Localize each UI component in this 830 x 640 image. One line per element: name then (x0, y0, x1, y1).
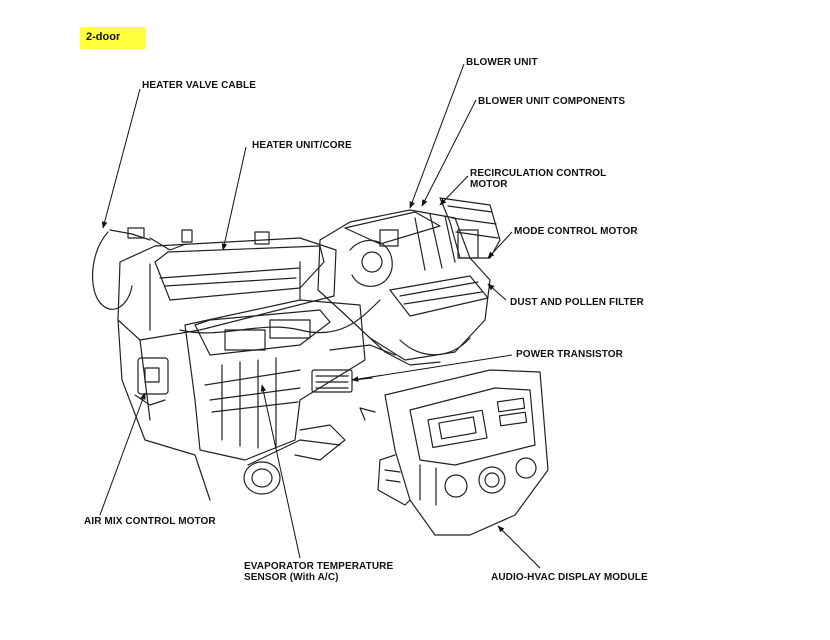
leader-blower-unit (409, 63, 465, 209)
label-recirculation-line-2: MOTOR (470, 179, 508, 190)
leader-power-transistor (351, 354, 513, 382)
power-transistor-drawing (311, 369, 373, 393)
heater-valve-cable-drawing (91, 227, 187, 310)
label-recirculation-line-1: RECIRCULATION CONTROL (470, 168, 607, 179)
label-air-mix-control-motor: AIR MIX CONTROL MOTOR (84, 516, 216, 527)
label-recirculation-control-motor: RECIRCULATION CONTROL MOTOR (470, 168, 606, 190)
leader-dust-and-pollen-filter (487, 283, 507, 301)
leader-audio-hvac-display-module (497, 525, 541, 569)
leader-heater-valve-cable (101, 88, 141, 229)
heater-unit-housing (117, 229, 337, 501)
leader-air-mix-control-motor (99, 392, 146, 516)
label-mode-control-motor: MODE CONTROL MOTOR (514, 226, 638, 237)
leader-mode-control-motor (487, 231, 513, 259)
leader-blower-unit-components (421, 99, 477, 207)
leader-recirculation-control-motor (439, 175, 469, 206)
label-heater-valve-cable: HEATER VALVE CABLE (142, 80, 257, 91)
label-blower-unit-components: BLOWER UNIT COMPONENTS (478, 96, 626, 107)
audio-hvac-display-module-drawing (359, 369, 549, 536)
label-blower-unit: BLOWER UNIT (466, 57, 538, 68)
door-variant-badge: 2-door (80, 27, 146, 49)
leader-evaporator-temperature-sensor (260, 384, 301, 559)
air-mix-control-motor-drawing (134, 357, 169, 406)
evaporator-housing (184, 299, 366, 495)
label-evaporator-line-1: EVAPORATOR TEMPERATURE (244, 561, 394, 572)
label-dust-and-pollen-filter: DUST AND POLLEN FILTER (510, 297, 644, 308)
wiring-harness (179, 299, 396, 356)
label-heater-unit-core: HEATER UNIT/CORE (252, 140, 352, 151)
label-evaporator-temperature-sensor: EVAPORATOR TEMPERATURE SENSOR (With A/C) (244, 561, 393, 583)
blower-unit-drawing (317, 197, 501, 366)
leader-lines (99, 63, 541, 569)
leader-heater-unit-core (221, 146, 247, 251)
label-audio-hvac-display-module: AUDIO-HVAC DISPLAY MODULE (491, 572, 648, 583)
label-evaporator-line-2: SENSOR (With A/C) (244, 572, 339, 583)
label-power-transistor: POWER TRANSISTOR (516, 349, 623, 360)
